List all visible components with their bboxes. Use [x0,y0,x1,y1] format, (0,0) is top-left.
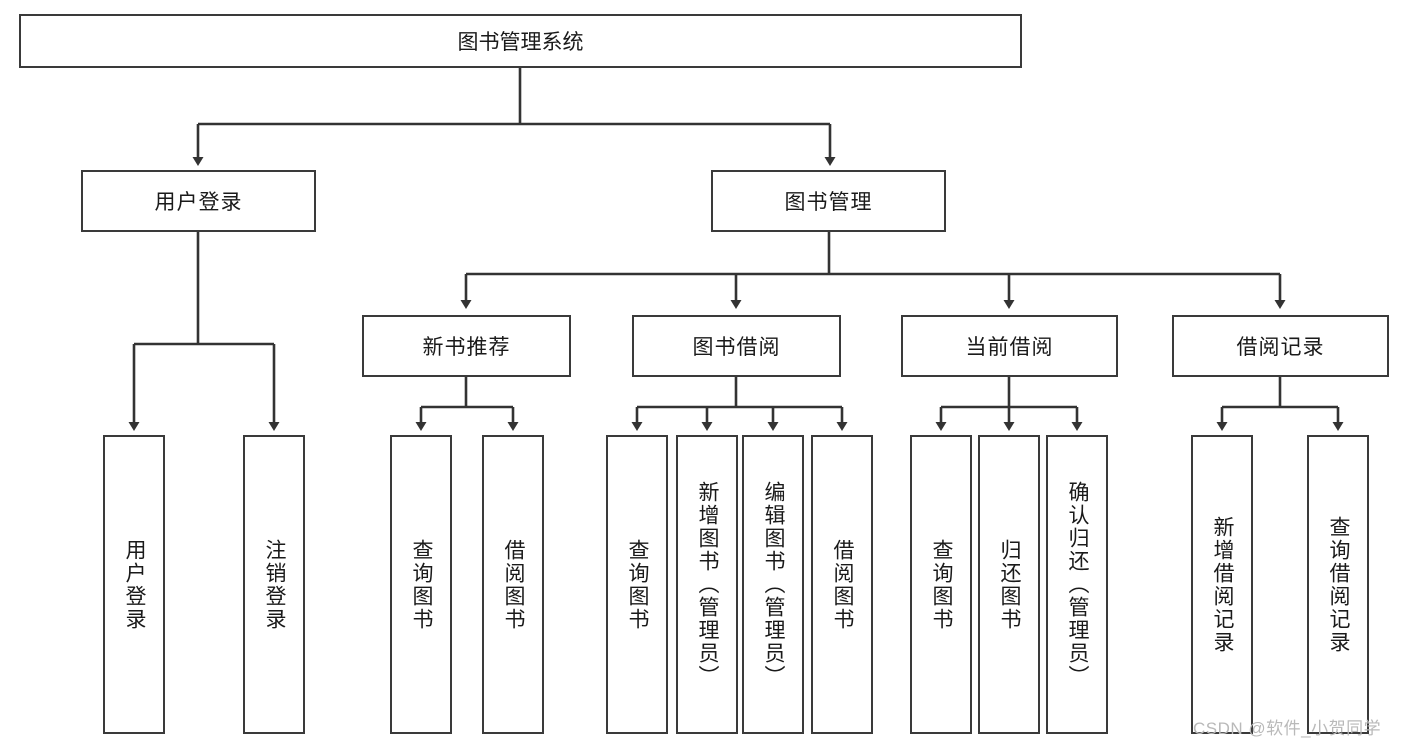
node-label: 借阅图书 [831,538,855,631]
node-label: 查询图书 [930,538,954,631]
node-leaf-logout-login[interactable]: 注销登录 [243,435,305,734]
watermark-text: CSDN @软件_小贺同学 [1193,719,1382,738]
node-root-book-management-system[interactable]: 图书管理系统 [19,14,1022,68]
node-label: 编辑图书（管理员） [762,481,786,688]
node-leaf-borrow-book-recommend[interactable]: 借阅图书 [482,435,544,734]
node-leaf-confirm-return[interactable]: 确认归还（管理员） [1046,435,1108,734]
node-label: 查询图书 [410,538,434,631]
node-label: 新增借阅记录 [1211,515,1235,654]
node-label: 用户登录 [123,538,147,631]
node-label: 图书借阅 [692,336,781,359]
node-label: 查询图书 [626,538,650,631]
node-label: 查询借阅记录 [1327,515,1351,654]
node-leaf-add-borrow-record[interactable]: 新增借阅记录 [1191,435,1253,734]
node-label: 用户登录 [154,191,243,214]
node-book-manage[interactable]: 图书管理 [711,170,946,232]
node-label: 图书管理 [784,191,873,214]
node-borrow-record[interactable]: 借阅记录 [1172,315,1389,377]
node-leaf-query-book-current[interactable]: 查询图书 [910,435,972,734]
node-leaf-user-login[interactable]: 用户登录 [103,435,165,734]
node-new-book-recommend[interactable]: 新书推荐 [362,315,571,377]
node-label: 借阅图书 [502,538,526,631]
node-label: 注销登录 [263,538,287,631]
node-leaf-return-book[interactable]: 归还图书 [978,435,1040,734]
node-leaf-add-book[interactable]: 新增图书（管理员） [676,435,738,734]
node-label: 确认归还（管理员） [1066,481,1090,688]
node-leaf-borrow-book[interactable]: 借阅图书 [811,435,873,734]
node-current-borrow[interactable]: 当前借阅 [901,315,1118,377]
node-label: 借阅记录 [1236,336,1325,359]
node-label: 图书管理系统 [457,31,584,54]
node-label: 当前借阅 [965,336,1054,359]
node-leaf-query-book-recommend[interactable]: 查询图书 [390,435,452,734]
node-label: 归还图书 [998,538,1022,631]
node-label: 新增图书（管理员） [696,481,720,688]
node-leaf-query-borrow-record[interactable]: 查询借阅记录 [1307,435,1369,734]
node-book-borrow[interactable]: 图书借阅 [632,315,841,377]
node-user-login[interactable]: 用户登录 [81,170,316,232]
node-label: 新书推荐 [422,336,511,359]
node-leaf-query-book-borrow[interactable]: 查询图书 [606,435,668,734]
node-leaf-edit-book[interactable]: 编辑图书（管理员） [742,435,804,734]
